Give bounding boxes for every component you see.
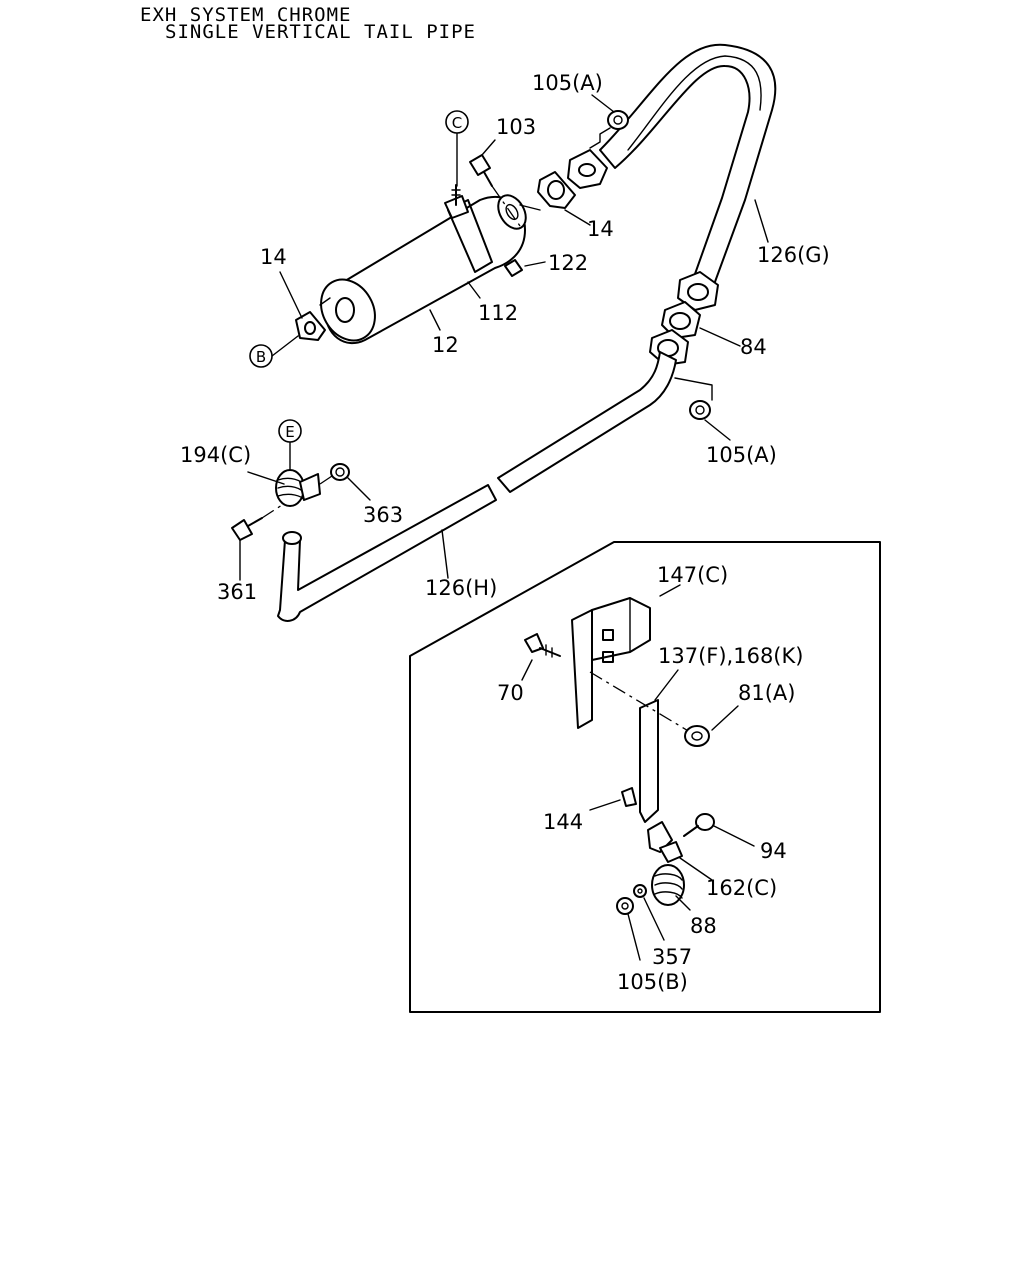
label-147c: 147(C) xyxy=(657,563,728,587)
pipe-126h-lower xyxy=(277,484,497,622)
bolt-94 xyxy=(683,813,715,837)
label-361: 361 xyxy=(217,580,257,604)
strap-137f xyxy=(589,671,691,823)
callout-b-letter: B xyxy=(256,348,266,366)
label-162c: 162(C) xyxy=(706,876,777,900)
nut-363 xyxy=(319,463,350,485)
label-137f-168k: 137(F),168(K) xyxy=(658,644,803,668)
bracket-147c xyxy=(571,597,651,729)
bolt-144 xyxy=(621,787,637,807)
label-81a: 81(A) xyxy=(738,681,795,705)
diagram-title: EXH SYSTEM CHROME xyxy=(140,4,352,26)
gasket-84 xyxy=(661,301,701,339)
label-112: 112 xyxy=(478,301,518,325)
label-122: 122 xyxy=(548,251,588,275)
label-194c: 194(C) xyxy=(180,443,251,467)
label-94: 94 xyxy=(760,839,787,863)
nut-105a-mid xyxy=(674,377,713,420)
label-105a-mid: 105(A) xyxy=(706,443,777,467)
tail-pipe-126g xyxy=(599,43,777,291)
flange-tail-pipe-rear xyxy=(677,271,719,311)
label-88: 88 xyxy=(690,914,717,938)
pipe-126h-upper xyxy=(497,351,677,493)
detail-frame xyxy=(409,541,881,1013)
diagram-subtitle: SINGLE VERTICAL TAIL PIPE xyxy=(165,21,476,43)
callout-c-letter: C xyxy=(452,114,462,132)
gasket-14-right xyxy=(537,171,576,209)
bolt-70 xyxy=(524,633,561,658)
isolator-162c xyxy=(647,821,683,863)
clamp-band-112 xyxy=(444,184,493,273)
label-103: 103 xyxy=(496,115,536,139)
callout-e-letter: E xyxy=(285,423,294,441)
label-144: 144 xyxy=(543,810,583,834)
label-126h: 126(H) xyxy=(425,576,497,600)
nut-81a xyxy=(684,725,710,747)
spring-88 xyxy=(651,864,685,906)
label-12: 12 xyxy=(432,333,459,357)
nut-105b xyxy=(616,897,634,915)
label-70: 70 xyxy=(497,681,524,705)
label-84: 84 xyxy=(740,335,767,359)
label-105b: 105(B) xyxy=(617,970,688,994)
flange-tail-pipe-front xyxy=(567,149,608,189)
clamp-194c xyxy=(275,469,321,507)
washer-357 xyxy=(633,884,647,898)
callout-b: B xyxy=(249,344,273,368)
label-126g: 126(G) xyxy=(757,243,830,267)
muffler-12 xyxy=(319,194,541,345)
leader-lines xyxy=(239,94,769,961)
label-14-left: 14 xyxy=(260,245,287,269)
nut-105a-top xyxy=(589,110,629,149)
bolt-361 xyxy=(231,504,283,541)
gasket-14-left xyxy=(295,311,326,341)
label-105a-top: 105(A) xyxy=(532,71,603,95)
nut-122 xyxy=(504,259,523,277)
callout-e: E xyxy=(278,419,302,443)
label-363: 363 xyxy=(363,503,403,527)
bolt-103 xyxy=(469,154,521,227)
label-14-right: 14 xyxy=(587,217,614,241)
callout-c: C xyxy=(445,110,469,134)
label-357: 357 xyxy=(652,945,692,969)
